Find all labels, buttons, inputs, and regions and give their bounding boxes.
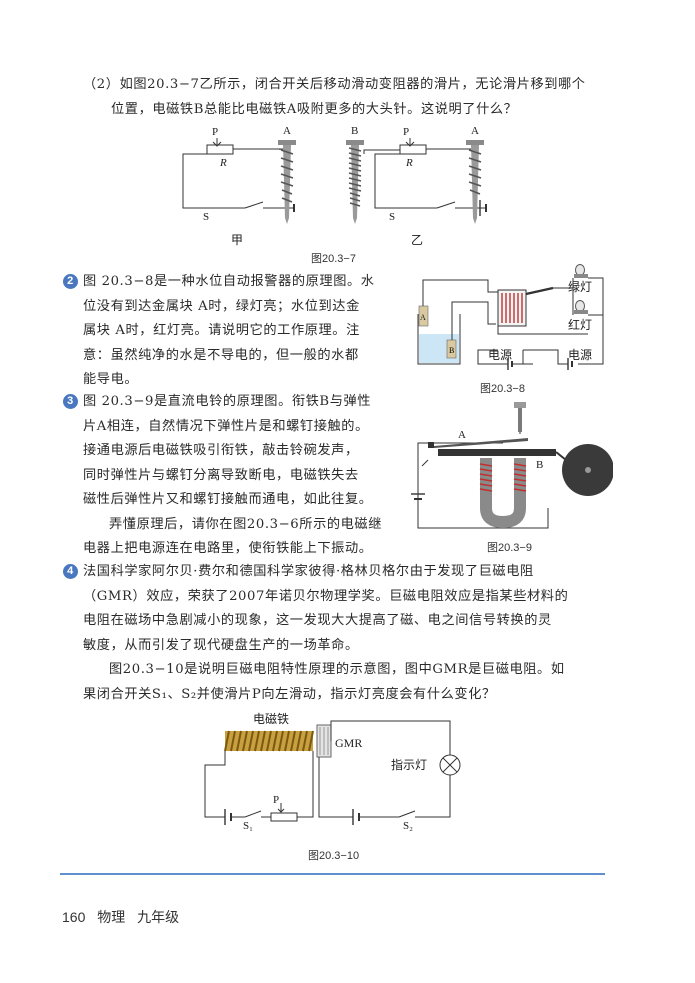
fig7-label-a2: A bbox=[471, 125, 479, 137]
fig8-label-power1: 电源 bbox=[488, 348, 512, 362]
question-2: （2）如图20.3−7乙所示，闭合开关后移动滑动变阻器的滑片，无论滑片移到哪个 … bbox=[83, 73, 643, 122]
item-4: 4 法国科学家阿尔贝·费尔和德国科学家彼得·格林贝格尔由于发现了巨磁电阻 （GM… bbox=[63, 560, 623, 707]
fig9-caption: 图20.3−9 bbox=[487, 542, 532, 554]
item-2-line: 属块 A时，红灯亮。请说明它的工作原理。注 bbox=[83, 323, 360, 338]
fig10-label-s1: S₁ bbox=[243, 820, 253, 832]
item-4-line: 法国科学家阿尔贝·费尔和德国科学家彼得·格林贝格尔由于发现了巨磁电阻 bbox=[83, 564, 534, 579]
footer-grade: 九年级 bbox=[137, 909, 180, 925]
item-2: 2 图 20.3−8是一种水位自动报警器的原理图。水 位没有到达金属块 A时，绿… bbox=[63, 270, 403, 393]
item-3-line: 磁性后弹性片又和螺钉接触而通电，如此往复。 bbox=[83, 492, 373, 507]
item-3-number: 3 bbox=[63, 394, 78, 409]
item-2-number: 2 bbox=[63, 274, 78, 289]
item-3-line: 图 20.3−9是直流电铃的原理图。衔铁B与弹性 bbox=[83, 394, 372, 409]
page-footer: 160 物理 九年级 bbox=[62, 907, 179, 927]
screw-icon bbox=[514, 402, 526, 408]
armature-b bbox=[438, 449, 556, 456]
figure-20-3-10: 电磁铁 GMR bbox=[204, 711, 461, 832]
fig7-label-p2: P bbox=[403, 126, 409, 138]
fig7-label-yi: 乙 bbox=[411, 233, 423, 247]
figure-20-3-9: A B bbox=[411, 402, 613, 529]
item-4-number: 4 bbox=[63, 564, 78, 579]
fig7-label-b: B bbox=[351, 125, 358, 137]
item-2-line: 位没有到达金属块 A时，绿灯亮；水位到达金 bbox=[83, 298, 360, 314]
item-2-line: 意：虽然纯净的水是不导电的，但一般的水都 bbox=[83, 347, 359, 363]
fig7-label-a1: A bbox=[283, 125, 291, 137]
fig10-label-s2: S₂ bbox=[403, 820, 413, 832]
item-4-line: （GMR）效应，荣获了2007年诺贝尔物理学奖。巨磁电阻效应是指某些材料的 bbox=[83, 588, 569, 604]
fig10-label-lamp: 指示灯 bbox=[391, 757, 427, 772]
footer-subject: 物理 bbox=[97, 909, 126, 925]
fig8-label-red: 红灯 bbox=[568, 317, 592, 332]
fig9-label-a: A bbox=[458, 429, 466, 441]
fig7-caption: 图20.3−7 bbox=[311, 253, 356, 265]
electromagnet-u bbox=[479, 458, 527, 529]
item-2-line: 能导电。 bbox=[83, 372, 139, 387]
page-divider bbox=[60, 873, 605, 875]
figure-20-3-7: P R A S 甲 B P R A S 乙 bbox=[182, 125, 487, 247]
fig8-label-green: 绿灯 bbox=[568, 279, 592, 294]
figure-20-3-8: A B 绿灯 红灯 电源 bbox=[417, 264, 604, 370]
fig8-label-power2: 电源 bbox=[568, 348, 592, 362]
item-3-line: 弄懂原理后，请你在图20.3−6所示的电磁继 bbox=[109, 516, 383, 532]
fig7-label-s1: S bbox=[203, 211, 209, 223]
item-3-line: 电器上把电源连在电路里，使衔铁能上下振动。 bbox=[83, 541, 373, 556]
nail-a-yi bbox=[466, 140, 484, 224]
page-number: 160 bbox=[62, 909, 86, 925]
fig7-label-s2: S bbox=[389, 211, 395, 223]
item-3: 3 图 20.3−9是直流电铃的原理图。衔铁B与弹性 片A相连，自然情况下弹性片… bbox=[63, 390, 408, 562]
fig9-label-b: B bbox=[536, 459, 543, 471]
item-2-line: 图 20.3−8是一种水位自动报警器的原理图。水 bbox=[83, 274, 375, 289]
bell-icon bbox=[562, 444, 613, 496]
nail-b-yi bbox=[346, 140, 364, 224]
item-2-text: 图 20.3−8是一种水位自动报警器的原理图。水 位没有到达金属块 A时，绿灯亮… bbox=[63, 270, 403, 393]
item-4-line: 电阻在磁场中急剧减小的现象，这一发现大大提高了磁、电之间信号转换的灵 bbox=[83, 613, 552, 628]
red-lamp-icon bbox=[574, 300, 588, 314]
item-4-line: 敏度，从而引发了现代硬盘生产的一场革命。 bbox=[83, 637, 359, 653]
item-4-line: 图20.3−10是说明巨磁电阻特性原理的示意图，图中GMR是巨磁电阻。如 bbox=[109, 662, 565, 677]
fig10-caption: 图20.3−10 bbox=[308, 850, 360, 862]
fig7-label-jia: 甲 bbox=[231, 233, 243, 247]
fig7-label-r2: R bbox=[405, 157, 413, 169]
green-lamp-icon bbox=[574, 264, 588, 278]
fig8-label-b: B bbox=[449, 346, 454, 355]
nail-a-jia bbox=[278, 140, 296, 224]
question-2-line1: （2）如图20.3−7乙所示，闭合开关后移动滑动变阻器的滑片，无论滑片移到哪个 bbox=[83, 77, 586, 92]
item-3-line: 同时弹性片与螺钉分离导致断电，电磁铁失去 bbox=[83, 467, 359, 483]
svg-text:A: A bbox=[420, 313, 426, 322]
item-3-line: 接通电源后电磁铁吸引衔铁，敲击铃碗发声， bbox=[83, 443, 359, 458]
question-2-line2: 位置，电磁铁B总能比电磁铁A吸附更多的大头针。这说明了什么？ bbox=[111, 101, 518, 117]
item-3-text: 图 20.3−9是直流电铃的原理图。衔铁B与弹性 片A相连，自然情况下弹性片是和… bbox=[63, 390, 408, 562]
fig10-label-p: P bbox=[273, 794, 279, 806]
item-4-line: 果闭合开关S₁、S₂并使滑片P向左滑动，指示灯亮度会有什么变化？ bbox=[83, 686, 496, 702]
fig7-label-p1: P bbox=[212, 126, 218, 138]
fig8-caption: 图20.3−8 bbox=[480, 383, 525, 395]
electromagnet-coil bbox=[224, 730, 314, 752]
fig10-label-gmr: GMR bbox=[335, 736, 362, 750]
item-4-text: 法国科学家阿尔贝·费尔和德国科学家彼得·格林贝格尔由于发现了巨磁电阻 （GMR）… bbox=[63, 560, 623, 707]
fig7-label-r1: R bbox=[219, 157, 227, 169]
fig10-label-magnet: 电磁铁 bbox=[253, 711, 289, 726]
item-3-line: 片A相连，自然情况下弹性片是和螺钉接触的。 bbox=[83, 418, 369, 434]
